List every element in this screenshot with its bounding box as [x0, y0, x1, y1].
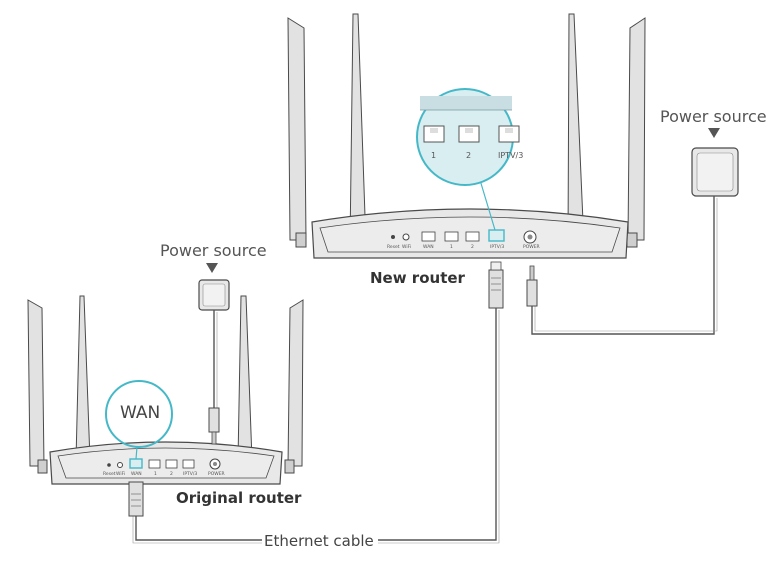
new-router-port-wan: [421, 231, 436, 242]
original-router-antenna-3: [237, 295, 253, 461]
new-router-label-reset: Reset: [387, 244, 400, 250]
new-router-antenna-3: [567, 13, 585, 246]
original-router: Reset WiFi WAN 1 2 IPTV/3 POWER: [27, 295, 304, 485]
power-source-label-new: Power source: [660, 107, 767, 126]
new-router-port-iptv3: [488, 229, 505, 242]
new-router-hinge-left: [295, 232, 307, 248]
zoom-label-2: 2: [466, 151, 471, 160]
original-router-port-1: [148, 459, 161, 469]
power-adapter-original-face: [202, 283, 226, 307]
zoom-port-iptv3: [498, 125, 520, 143]
new-router-power-adapter: [526, 128, 739, 335]
original-router-label-power: POWER: [208, 471, 225, 477]
new-router-antenna-4: [627, 17, 646, 241]
wan-callout-pointer: [135, 446, 138, 460]
new-router-label-power: POWER: [523, 244, 540, 250]
power-plug-original-tip: [211, 431, 217, 445]
power-source-marker-new: [708, 128, 720, 138]
zoom-port-1: [423, 125, 445, 143]
zoom-pointer: [479, 179, 496, 231]
original-router-antenna-2: [75, 295, 91, 461]
ethernet-plug-new-ridges: [491, 277, 501, 291]
zoom-port-iptv3-notch: [505, 128, 513, 133]
wan-callout-label: WAN: [120, 403, 161, 423]
new-router-port-2: [465, 231, 480, 242]
original-router-wifi-button: [117, 462, 123, 468]
original-router-label-iptv3: IPTV/3: [183, 471, 197, 477]
new-router-wifi-button: [402, 233, 410, 241]
ethernet-plug-original-ridges: [131, 493, 141, 507]
ethernet-cable-label: Ethernet cable: [264, 532, 374, 550]
ethernet-plug-new-body: [488, 269, 504, 309]
original-router-label-wan: WAN: [131, 471, 142, 477]
new-router-label: New router: [370, 269, 465, 287]
original-router-label-wifi: WiFi: [116, 471, 125, 477]
original-router-label: Original router: [176, 489, 302, 507]
ethernet-plug-new-router: [488, 261, 504, 309]
ethernet-plug-new-head: [490, 261, 502, 271]
new-router-port-1: [444, 231, 459, 242]
ethernet-plug-original-body: [128, 481, 144, 517]
power-cable-new: [531, 196, 715, 335]
original-router-power-jack-inner: [213, 462, 217, 466]
original-router-hinge-left: [37, 459, 48, 474]
power-plug-original: [208, 407, 220, 433]
power-adapter-new-face: [696, 152, 734, 192]
zoom-label-iptv3: IPTV/3: [498, 151, 523, 160]
new-router-reset-hole: [391, 235, 395, 239]
new-router-label-1: 1: [450, 244, 453, 250]
original-router-antenna-1: [27, 299, 45, 467]
original-router-hinge-right: [284, 459, 295, 474]
zoom-panel-top: [420, 96, 512, 110]
power-source-marker-original: [206, 263, 218, 273]
zoom-port-2: [458, 125, 480, 143]
original-router-label-2: 2: [170, 471, 173, 477]
new-router-label-wifi: WiFi: [402, 244, 411, 250]
zoom-port-1-notch: [430, 128, 438, 133]
new-router-power-jack-inner: [527, 234, 533, 240]
new-router-label-iptv3: IPTV/3: [490, 244, 504, 250]
ethernet-cable-line-shadow: [132, 310, 500, 544]
power-cable-new-shadow: [534, 198, 718, 332]
original-router-reset-hole: [107, 463, 111, 467]
original-router-port-2: [165, 459, 178, 469]
new-router-label-2: 2: [471, 244, 474, 250]
power-plug-new-tip: [529, 265, 535, 281]
new-router: Reset WiFi WAN 1 2 IPTV/3 POWER: [287, 13, 646, 259]
new-router-hinge-right: [626, 232, 638, 248]
ethernet-cable-line: [135, 308, 497, 541]
wan-callout-circle: [105, 380, 173, 448]
power-plug-new: [526, 279, 538, 307]
original-router-port-iptv3: [182, 459, 195, 469]
new-router-label-wan: WAN: [423, 244, 434, 250]
original-router-power-adapter: [198, 263, 230, 445]
ethernet-plug-original-router: [128, 481, 144, 517]
new-router-antenna-1: [287, 17, 307, 241]
original-router-antenna-4: [287, 299, 304, 467]
original-router-port-wan: [129, 458, 143, 469]
new-router-zoom-callout: 1 2 IPTV/3: [416, 88, 523, 231]
zoom-label-1: 1: [431, 151, 436, 160]
power-source-label-original: Power source: [160, 241, 267, 260]
new-router-antenna-2: [349, 13, 367, 246]
original-router-label-reset: Reset: [103, 471, 116, 477]
original-router-label-1: 1: [154, 471, 157, 477]
zoom-port-2-notch: [465, 128, 473, 133]
